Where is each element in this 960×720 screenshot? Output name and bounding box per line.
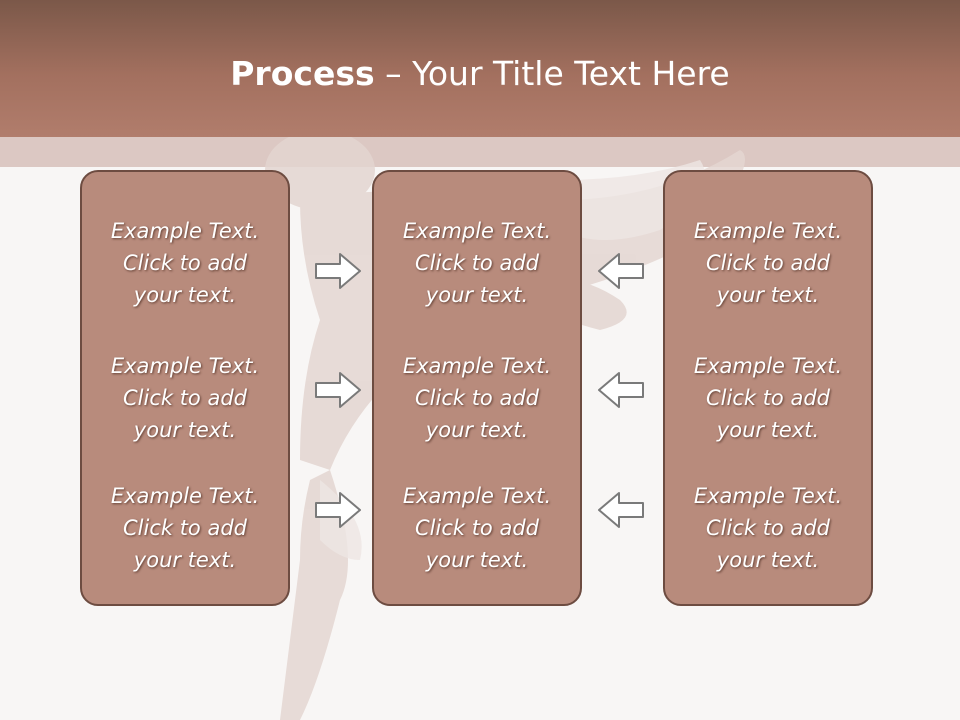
text-line: your text. — [425, 548, 529, 572]
text-line: Example Text. — [110, 354, 260, 378]
title-rest-text: – Your Title Text Here — [374, 54, 730, 93]
text-line: your text. — [716, 548, 820, 572]
text-line: Example Text. — [693, 219, 843, 243]
text-line: Click to add — [122, 386, 247, 410]
process-box-left[interactable]: Example Text. Click to add your text. Ex… — [80, 170, 290, 606]
text-line: Click to add — [705, 251, 830, 275]
title-bold-text: Process — [230, 54, 375, 93]
left-arrow-icon — [598, 492, 644, 528]
text-block-center-3[interactable]: Example Text. Click to add your text. — [374, 480, 580, 576]
right-arrow-icon — [315, 253, 361, 289]
process-box-right[interactable]: Example Text. Click to add your text. Ex… — [663, 170, 873, 606]
text-block-center-2[interactable]: Example Text. Click to add your text. — [374, 350, 580, 446]
right-arrow-icon — [315, 372, 361, 408]
right-arrow-icon — [315, 492, 361, 528]
title-bar — [0, 0, 960, 137]
text-line: Click to add — [705, 386, 830, 410]
text-line: Example Text. — [693, 484, 843, 508]
text-block-right-2[interactable]: Example Text. Click to add your text. — [665, 350, 871, 446]
left-arrow-icon — [598, 372, 644, 408]
text-line: Click to add — [414, 516, 539, 540]
title-band — [0, 137, 960, 167]
text-block-center-1[interactable]: Example Text. Click to add your text. — [374, 215, 580, 311]
text-line: Example Text. — [402, 219, 552, 243]
text-line: Click to add — [122, 251, 247, 275]
text-block-right-3[interactable]: Example Text. Click to add your text. — [665, 480, 871, 576]
text-line: Click to add — [122, 516, 247, 540]
text-block-left-1[interactable]: Example Text. Click to add your text. — [82, 215, 288, 311]
text-line: Example Text. — [693, 354, 843, 378]
text-line: Click to add — [705, 516, 830, 540]
text-line: your text. — [716, 283, 820, 307]
page-title[interactable]: Process – Your Title Text Here — [0, 50, 960, 98]
text-line: Example Text. — [110, 484, 260, 508]
left-arrow-icon — [598, 253, 644, 289]
text-line: your text. — [133, 283, 237, 307]
text-block-right-1[interactable]: Example Text. Click to add your text. — [665, 215, 871, 311]
text-line: your text. — [716, 418, 820, 442]
process-box-center[interactable]: Example Text. Click to add your text. Ex… — [372, 170, 582, 606]
text-line: Example Text. — [110, 219, 260, 243]
text-line: Click to add — [414, 251, 539, 275]
text-line: Example Text. — [402, 354, 552, 378]
text-line: your text. — [133, 418, 237, 442]
text-block-left-2[interactable]: Example Text. Click to add your text. — [82, 350, 288, 446]
text-line: Example Text. — [402, 484, 552, 508]
text-line: your text. — [425, 418, 529, 442]
text-line: your text. — [133, 548, 237, 572]
text-line: Click to add — [414, 386, 539, 410]
text-block-left-3[interactable]: Example Text. Click to add your text. — [82, 480, 288, 576]
text-line: your text. — [425, 283, 529, 307]
